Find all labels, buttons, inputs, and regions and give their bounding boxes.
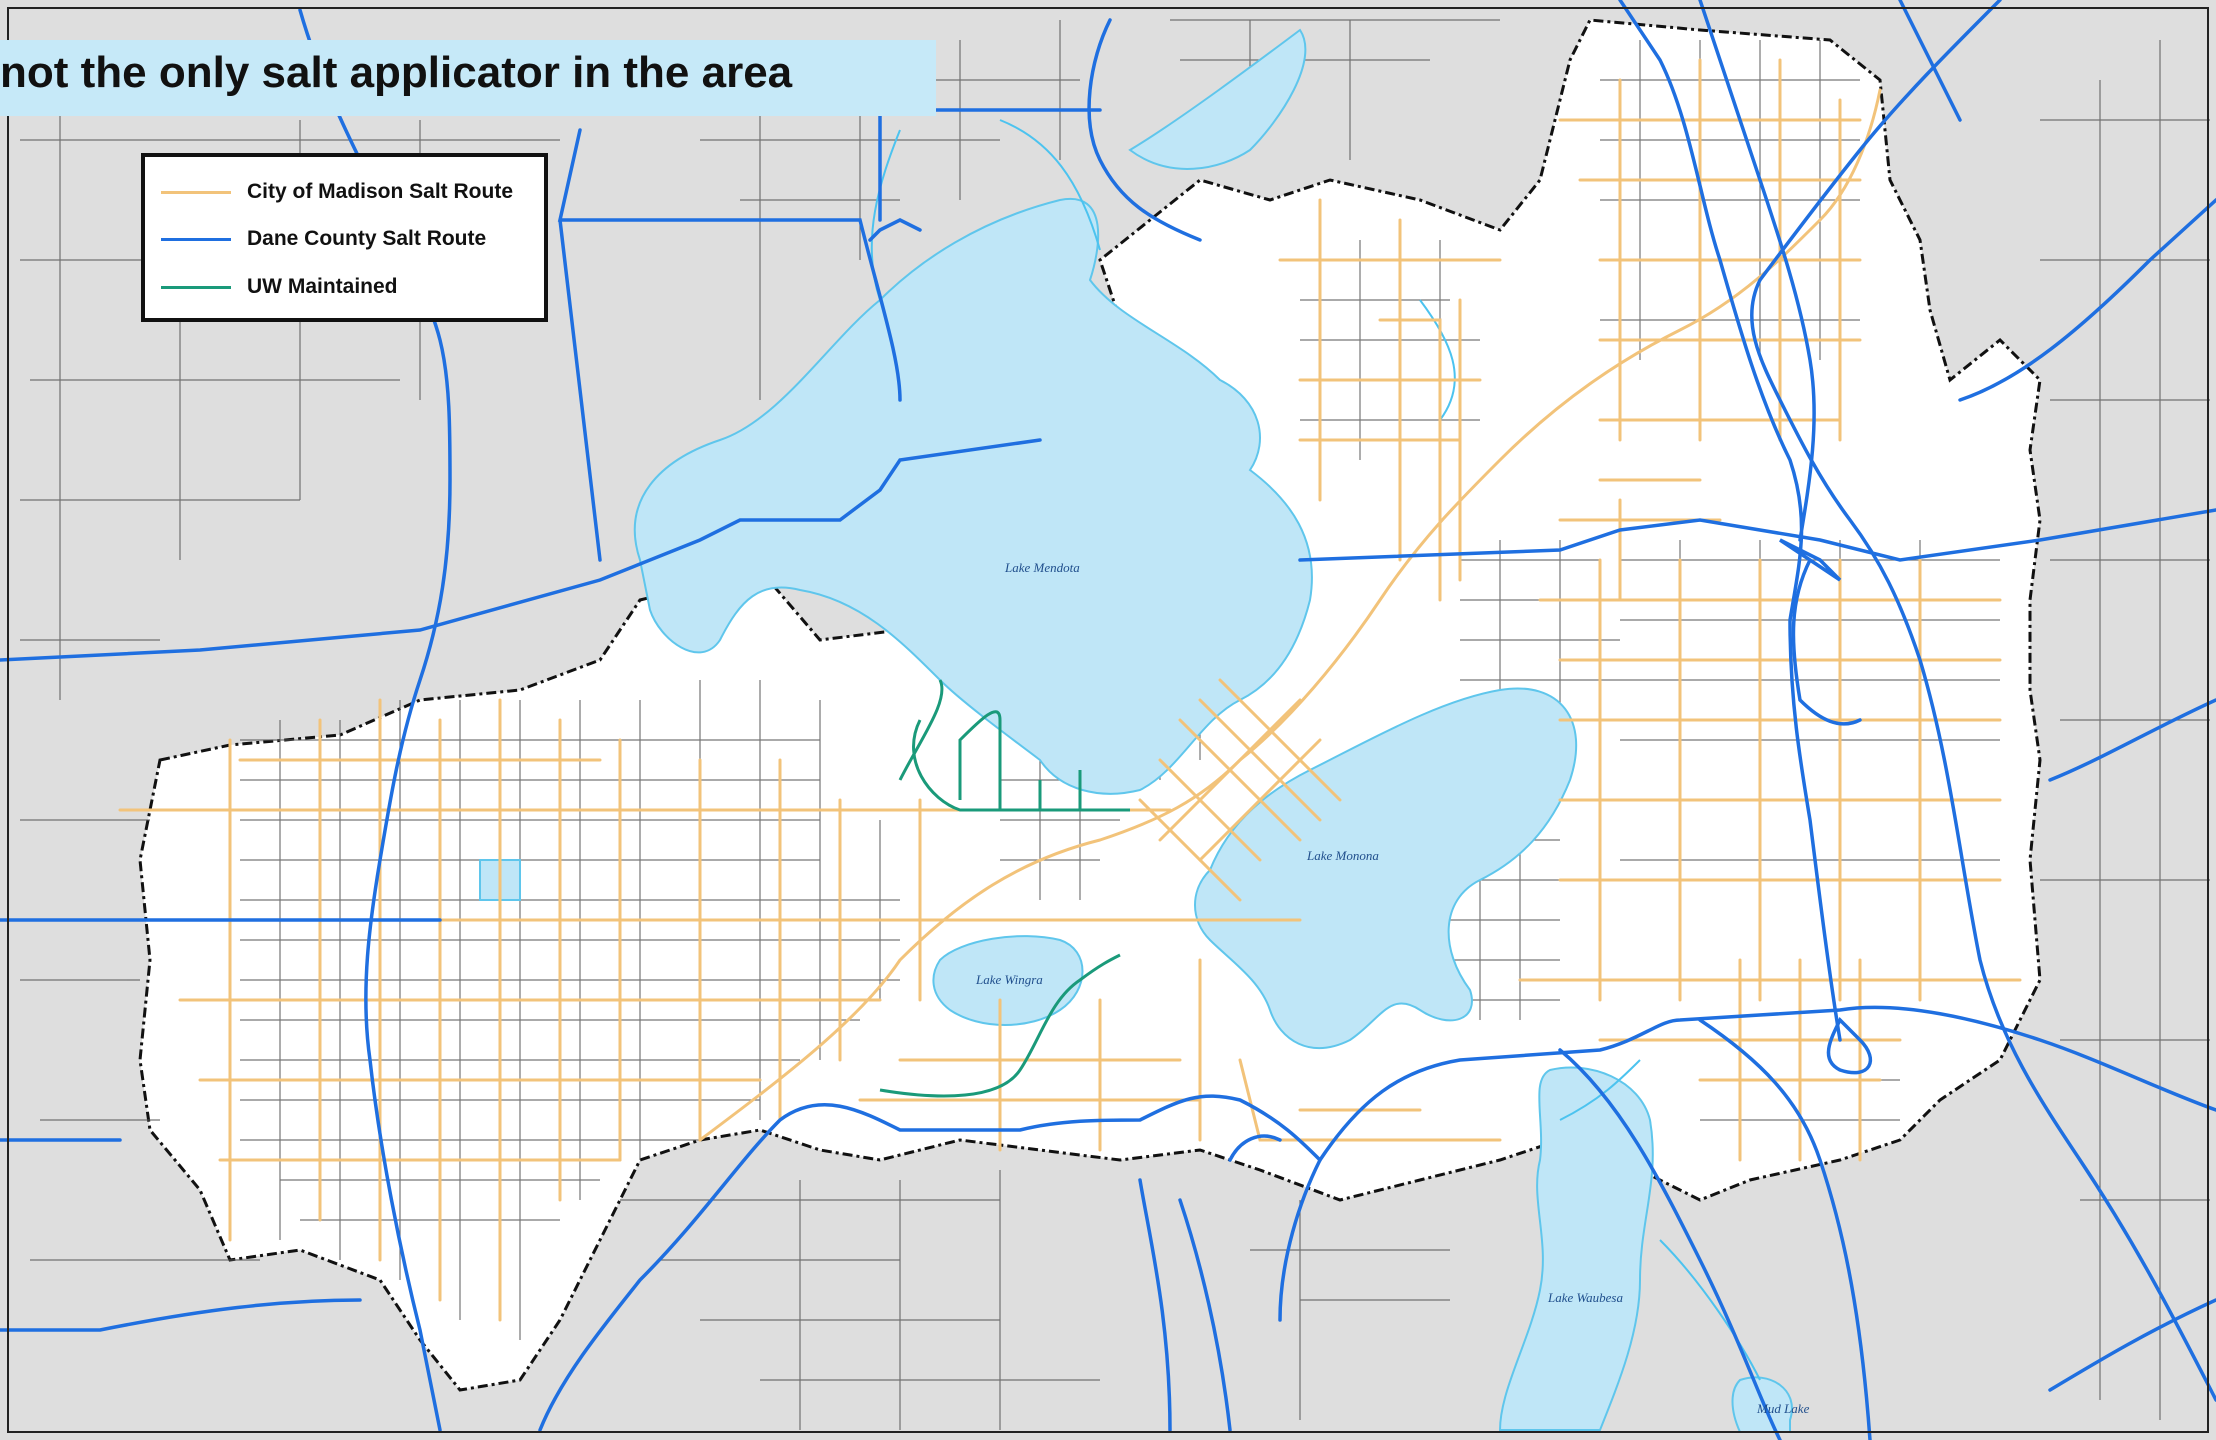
legend-item-dane-county: Dane County Salt Route xyxy=(161,224,486,254)
lake-waubesa xyxy=(1498,1066,1654,1431)
map-frame xyxy=(7,7,2209,1433)
legend-item-uw: UW Maintained xyxy=(161,272,398,302)
madison-salt-routes xyxy=(118,58,2022,1322)
map-legend: City of Madison Salt Route Dane County S… xyxy=(141,153,548,322)
title-banner xyxy=(0,40,936,116)
title-banner-text: not the only salt applicator in the area xyxy=(0,48,793,97)
lake-mendota-label: Lake Mendota xyxy=(1004,560,1080,575)
legend-swatch-madison xyxy=(161,190,231,194)
legend-label-uw: UW Maintained xyxy=(247,275,398,298)
legend-label-madison: City of Madison Salt Route xyxy=(247,180,514,203)
water-bodies xyxy=(479,28,1793,1433)
mud-lake-label: Mud Lake xyxy=(1756,1401,1810,1416)
legend-swatch-dane-county xyxy=(161,237,231,241)
mud-lake xyxy=(1731,1376,1793,1433)
lake-upper xyxy=(1128,28,1307,170)
lake-waubesa-label: Lake Waubesa xyxy=(1547,1290,1623,1305)
lake-wingra xyxy=(932,935,1084,1026)
uw-maintained-routes xyxy=(879,679,1130,1098)
lake-monona-label: Lake Monona xyxy=(1306,848,1379,863)
lake-wingra-label: Lake Wingra xyxy=(975,972,1043,987)
lake-monona xyxy=(1194,687,1578,1050)
streams xyxy=(870,119,1761,1381)
lake-mendota xyxy=(633,197,1313,795)
legend-swatch-uw xyxy=(161,285,231,289)
legend-item-madison: City of Madison Salt Route xyxy=(161,177,513,207)
legend-label-dane-county: Dane County Salt Route xyxy=(247,227,487,250)
